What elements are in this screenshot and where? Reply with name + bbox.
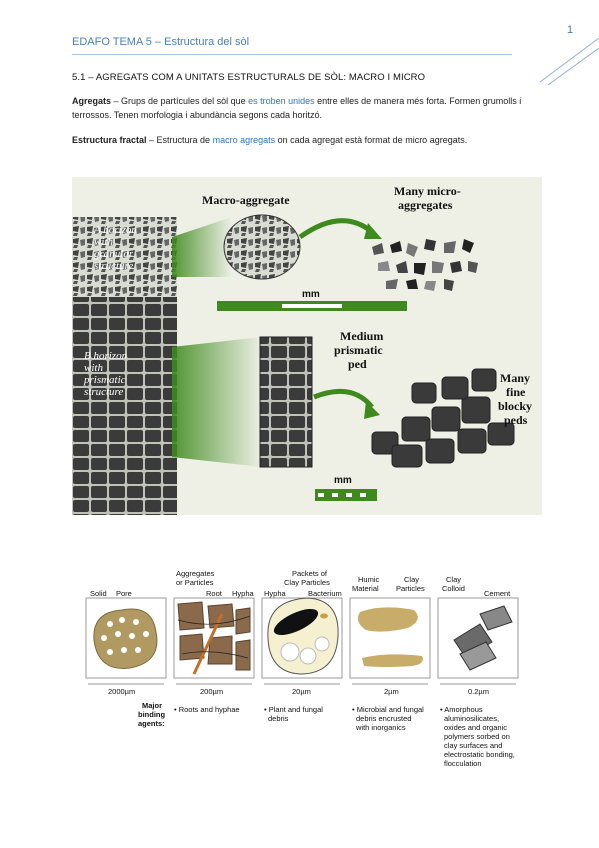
b-horizon-label: B horizon with prismatic structure [83, 350, 130, 398]
blocky-label: Many fine blocky peds [498, 371, 535, 427]
humic-label: Humic Material [352, 575, 381, 593]
root-label: Root [206, 589, 223, 598]
paragraph-estructura-fractal: Estructura fractal – Estructura de macro… [72, 133, 532, 147]
corner-decoration [539, 37, 599, 86]
clay-particles-label: Clay Particles [396, 575, 425, 593]
packets-label: Packets of Clay Particles [284, 569, 330, 587]
arrow-macro-to-micro [298, 218, 374, 240]
a-horizon-column [72, 217, 177, 302]
scale-label-2: mm [334, 475, 352, 486]
paragraph-agregats: Agregats – Grups de partícules del sòl q… [72, 94, 532, 122]
agent-microbial: • Microbial and fungal debris encrusted … [352, 705, 426, 732]
text: entre elles de manera més forta. Formen … [72, 96, 522, 120]
bacterium-label: Bacterium [308, 589, 342, 598]
page-number: 1 [567, 24, 574, 36]
binding-label: Major binding agents: [138, 701, 167, 728]
arrow-ped-to-blocky [313, 388, 374, 409]
scale-2um: 2µm [384, 687, 399, 696]
prismatic-ped [259, 336, 313, 468]
micro-aggregates [372, 239, 478, 291]
hypha-label: Hypha [232, 589, 255, 598]
micro-label: Many micro- aggregates [394, 184, 464, 212]
agent-amorphous: • Amorphous aluminosilicates, oxides and… [440, 705, 517, 768]
text: on cada agregat està format de micro agr… [275, 135, 468, 145]
figure-aggregate-hierarchy: Solid Pore 2000µm Aggregates or Particle… [85, 569, 519, 768]
b-horizon-column [72, 297, 177, 515]
aggregates-label: Aggregates or Particles [176, 569, 216, 587]
scale-200um: 200µm [200, 687, 223, 696]
scale-20um: 20µm [292, 687, 311, 696]
zoom-ray-prism [172, 337, 262, 467]
cement-label: Cement [484, 589, 511, 598]
ped-label: Medium prismatic ped [334, 329, 386, 371]
hypha-label-3: Hypha [264, 589, 287, 598]
macro-label: Macro-aggregate [202, 193, 290, 207]
clay-colloid-label: Clay Colloid [442, 575, 465, 593]
highlight-text: macro agregats [212, 135, 276, 145]
highlight-text: es troben unides [248, 96, 315, 106]
macro-aggregate [223, 214, 301, 280]
text: – Estructura de [146, 135, 213, 145]
scale-2000um: 2000µm [108, 687, 135, 696]
text: – Grups de partícules del sòl que [111, 96, 249, 106]
page-header: EDAFO TEMA 5 – Estructura del sòl [72, 36, 250, 48]
scale-0-2um: 0.2µm [468, 687, 489, 696]
figure-soil-aggregates: A horizon with granular structure B hori… [72, 177, 542, 515]
scale-label-1: mm [302, 289, 320, 300]
section-title: 5.1 – AGREGATS COM A UNITATS ESTRUCTURAL… [72, 72, 426, 83]
a-horizon-label: A horizon with granular structure [93, 224, 140, 272]
term-agregats: Agregats [72, 96, 112, 106]
term-estructura-fractal: Estructura fractal [72, 135, 147, 145]
blocky-peds [371, 368, 515, 468]
solid-label: Solid [90, 589, 107, 598]
agent-roots: • Roots and hyphae [174, 705, 240, 714]
agent-plant-debris: • Plant and fungal debris [264, 705, 325, 723]
header-rule [72, 54, 512, 55]
pore-label: Pore [116, 589, 132, 598]
zoom-ray-macro [172, 217, 232, 277]
